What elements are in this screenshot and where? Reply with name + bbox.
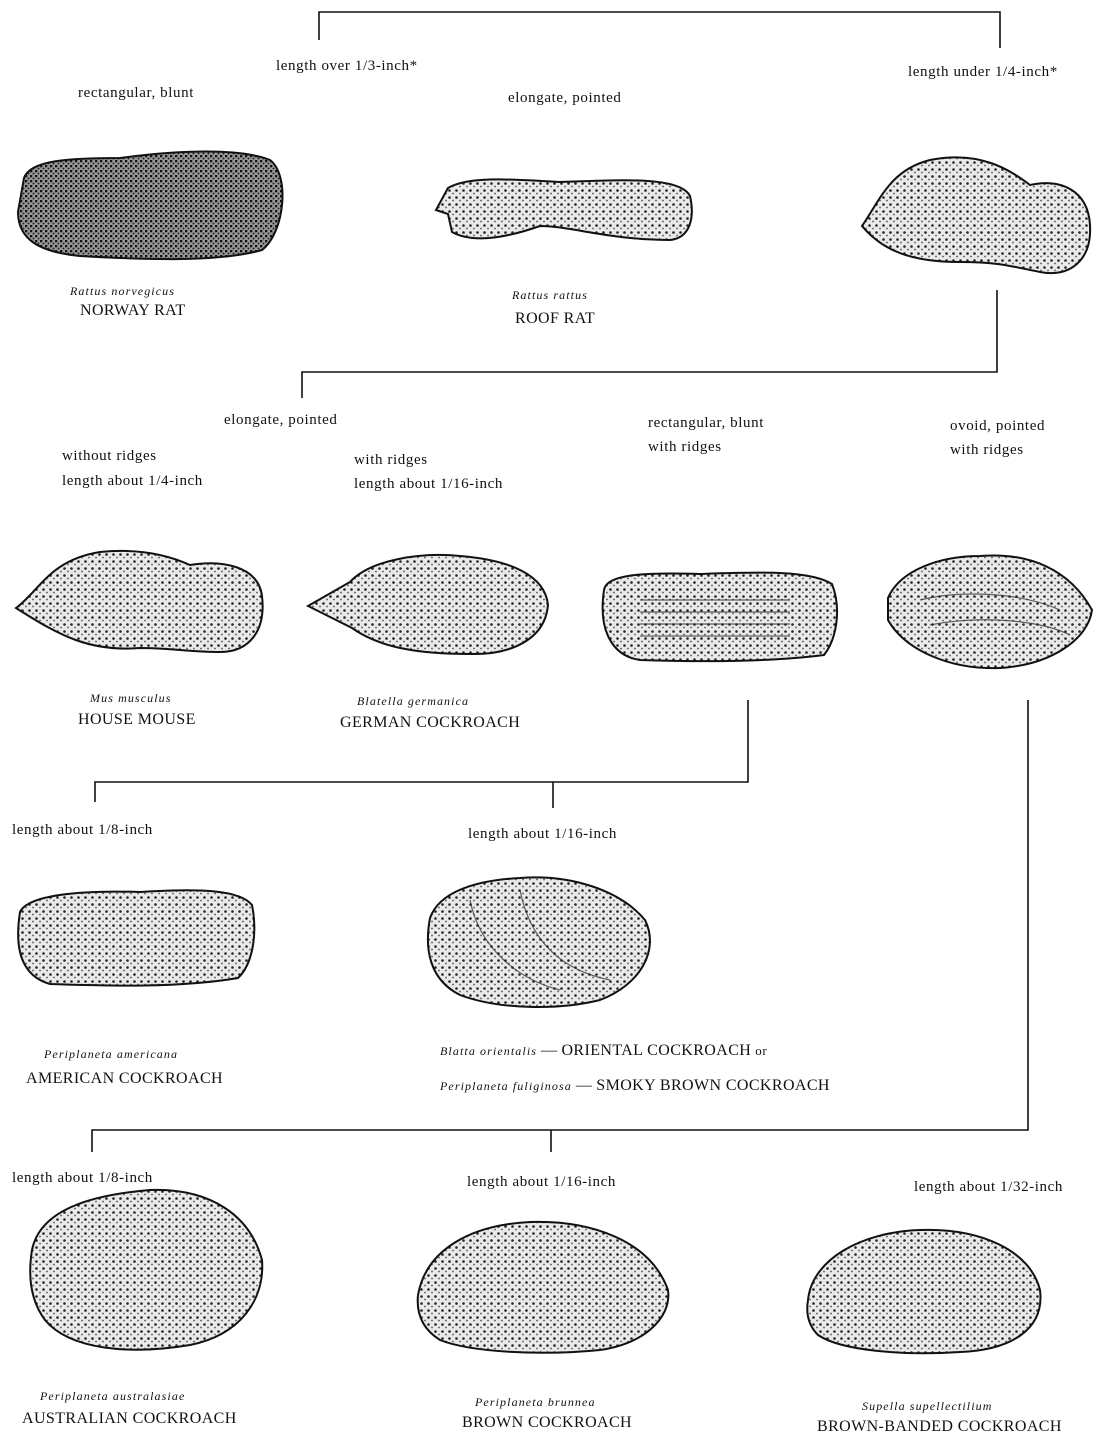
roof-rat-common: ROOF RAT	[515, 310, 595, 328]
label-brown-length: length about 1/16-inch	[467, 1174, 616, 1191]
house-mouse-common: HOUSE MOUSE	[78, 711, 196, 729]
label-mouse-length: length about 1/4-inch	[62, 473, 203, 490]
label-rect-blunt: rectangular, blunt	[648, 415, 764, 432]
label-without-ridges: without ridges	[62, 448, 157, 465]
label-german-length: length about 1/16-inch	[354, 476, 503, 493]
house-mouse-dropping	[16, 551, 263, 652]
brown-banded-cockroach-sci: Supella supellectilium	[862, 1399, 993, 1414]
oriental-cockroach-line: Blatta orientalis — ORIENTAL COCKROACH o…	[440, 1042, 767, 1060]
australian-cockroach-dropping	[30, 1190, 262, 1350]
label-rat-elongate: elongate, pointed	[508, 90, 622, 107]
label-american-length: length about 1/8-inch	[12, 822, 153, 839]
brown-banded-cockroach-dropping	[807, 1230, 1040, 1353]
german-cockroach-dropping	[308, 555, 548, 654]
oriental-cockroach-sci: Blatta orientalis	[440, 1044, 537, 1058]
smoky-brown-cockroach-common: SMOKY BROWN COCKROACH	[596, 1077, 830, 1094]
american-cockroach-common: AMERICAN COCKROACH	[26, 1070, 223, 1088]
brown-cockroach-dropping	[418, 1222, 669, 1353]
label-length-under: length under 1/4-inch*	[908, 64, 1058, 81]
label-australian-length: length about 1/8-inch	[12, 1170, 153, 1187]
brown-banded-cockroach-common: BROWN-BANDED COCKROACH	[817, 1418, 1062, 1436]
roof-rat-sci: Rattus rattus	[512, 288, 588, 303]
australian-cockroach-common: AUSTRALIAN COCKROACH	[22, 1410, 237, 1428]
smoky-brown-cockroach-sci: Periplaneta fuliginosa	[440, 1079, 572, 1093]
small-dropping-sample	[862, 157, 1090, 273]
label-small-elongate: elongate, pointed	[224, 412, 338, 429]
smoky-dash: —	[576, 1077, 592, 1094]
label-oriental-length: length about 1/16-inch	[468, 826, 617, 843]
norway-rat-sci: Rattus norvegicus	[70, 284, 175, 299]
norway-rat-common: NORWAY RAT	[80, 302, 186, 320]
label-ovoid-with-ridges: with ridges	[950, 442, 1024, 459]
label-rect-with-ridges: with ridges	[648, 439, 722, 456]
roof-rat-dropping	[436, 179, 692, 240]
brown-cockroach-common: BROWN COCKROACH	[462, 1414, 632, 1432]
american-cockroach-dropping	[18, 890, 254, 985]
label-rat-rect-blunt: rectangular, blunt	[78, 85, 194, 102]
or-connector: or	[755, 1043, 767, 1058]
label-ovoid-pointed: ovoid, pointed	[950, 418, 1045, 435]
norway-rat-dropping	[18, 152, 282, 260]
australian-cockroach-sci: Periplaneta australasiae	[40, 1389, 185, 1404]
german-cockroach-common: GERMAN COCKROACH	[340, 714, 520, 732]
oriental-dash: —	[541, 1042, 557, 1059]
brown-cockroach-sci: Periplaneta brunnea	[475, 1395, 596, 1410]
american-cockroach-sci: Periplaneta americana	[44, 1047, 178, 1062]
smoky-brown-cockroach-line: Periplaneta fuliginosa — SMOKY BROWN COC…	[440, 1077, 830, 1095]
oriental-cockroach-common: ORIENTAL COCKROACH	[561, 1042, 751, 1059]
label-brown-banded-length: length about 1/32-inch	[914, 1179, 1063, 1196]
german-cockroach-sci: Blatella germanica	[357, 694, 469, 709]
house-mouse-sci: Mus musculus	[90, 691, 172, 706]
rect-ridged-dropping	[603, 573, 837, 662]
oriental-cockroach-dropping	[428, 877, 650, 1007]
label-length-over: length over 1/3-inch*	[276, 58, 418, 75]
label-with-ridges: with ridges	[354, 452, 428, 469]
ovoid-ridged-dropping	[888, 555, 1092, 668]
